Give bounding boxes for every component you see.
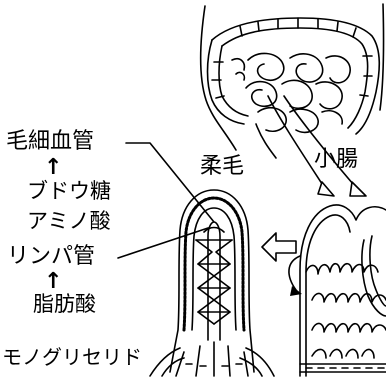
glucose-label: ブドウ糖 (27, 181, 111, 202)
curved-arrow (289, 256, 300, 290)
villus-label: 柔毛 (200, 156, 244, 178)
fatty-acid-label: 脂肪酸 (33, 294, 96, 315)
lymph-leader (118, 228, 208, 258)
amino-acid-label: アミノ酸 (27, 211, 111, 232)
magnify-arrow (262, 233, 296, 261)
lymph-vessel-label: リンパ管 (7, 246, 95, 268)
monoglyceride-label: モノグリセリド (2, 347, 142, 367)
intestine-wall-section (300, 205, 386, 376)
up-arrow-icon: ↑ (44, 271, 62, 293)
small-intestine-label: 小腸 (314, 149, 358, 171)
intestines-drawing (201, 4, 384, 158)
up-arrow-icon: ↑ (44, 157, 62, 179)
villus-drawing (150, 190, 274, 376)
capillary-label: 毛細血管 (6, 131, 94, 153)
